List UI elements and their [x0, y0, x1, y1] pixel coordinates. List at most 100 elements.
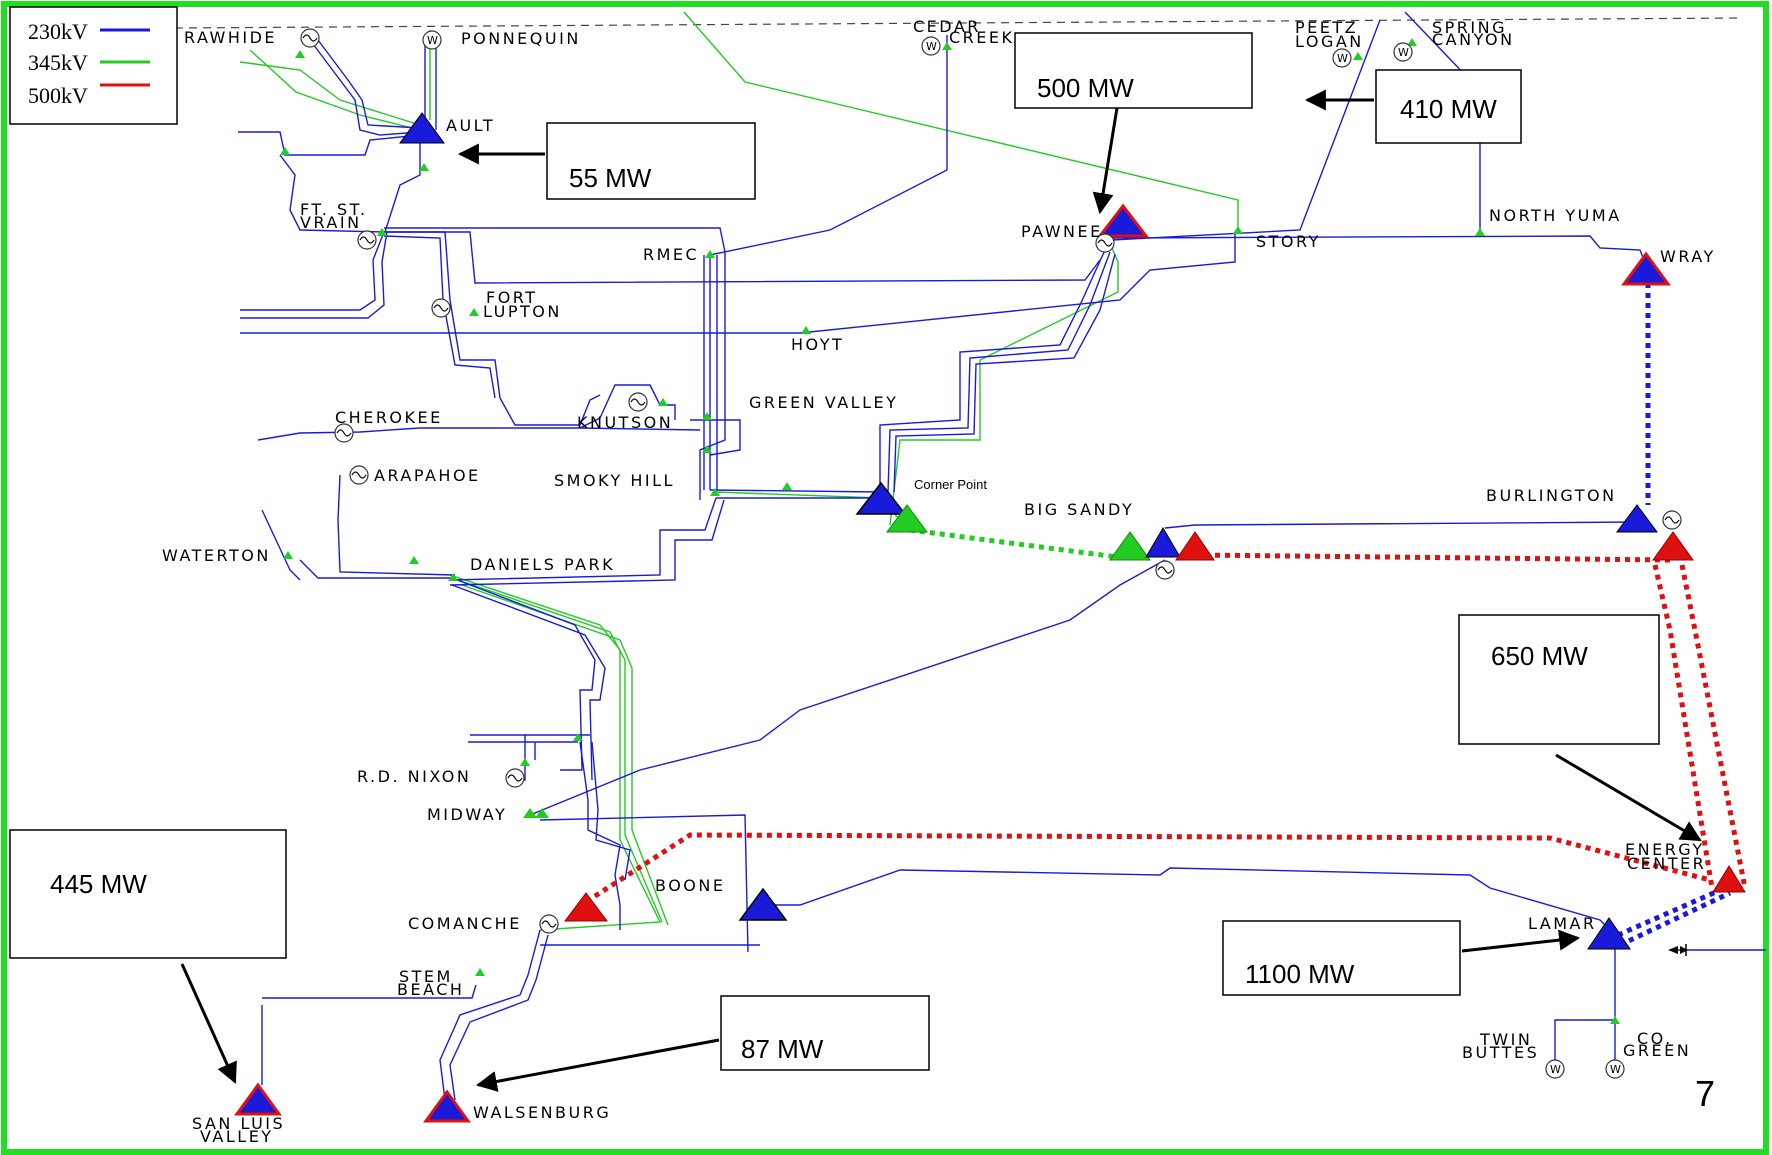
- big-sandy-red-substation-icon[interactable]: [1175, 531, 1215, 561]
- bus-markers: [280, 38, 1620, 1024]
- big-sandy-blue-substation-icon[interactable]: [1145, 527, 1181, 558]
- label-co-green-2: GREEN: [1623, 1041, 1691, 1060]
- generators: [300, 28, 1682, 934]
- callout-walsenburg[interactable]: 87 MW: [475, 995, 930, 1092]
- burlington-generator-icon[interactable]: [1662, 510, 1682, 530]
- co-green-wind-icon[interactable]: W: [1605, 1059, 1625, 1079]
- label-lamar: LAMAR: [1528, 914, 1597, 933]
- label-co-green-1: CO.: [1637, 1029, 1673, 1048]
- label-peetz-logan-1: PEETZ: [1295, 18, 1358, 37]
- label-arapahoe: ARAPAHOE: [374, 466, 481, 485]
- svg-text:W: W: [1610, 1063, 1621, 1076]
- legend-500kv-label: 500kV: [28, 83, 88, 108]
- label-ft-st-vrain-2: VRAIN: [300, 213, 362, 232]
- walsenburg-substation-icon[interactable]: [423, 1089, 471, 1123]
- ft-st-vrain-generator-icon[interactable]: [357, 230, 377, 250]
- san-luis-valley-substation-icon[interactable]: [234, 1082, 282, 1116]
- lamar-substation-icon[interactable]: [1587, 917, 1631, 950]
- wray-substation-icon[interactable]: [1621, 251, 1671, 286]
- midway-substation-icon: [523, 808, 537, 818]
- svg-text:W: W: [926, 40, 937, 53]
- wind-farms: W W W W W W: [422, 30, 1625, 1079]
- burlington-red-substation-icon[interactable]: [1652, 531, 1694, 561]
- comanche-red-substation-icon[interactable]: [564, 892, 608, 922]
- callout-peetz[interactable]: 410 MW: [1304, 69, 1522, 144]
- legend-box: [9, 6, 178, 125]
- cedar-creek-wind-icon[interactable]: W: [921, 36, 941, 56]
- label-rmec: RMEC: [643, 245, 699, 264]
- label-pawnee: PAWNEE: [1021, 222, 1103, 241]
- callout-lamar[interactable]: 1100 MW: [1222, 920, 1581, 996]
- label-ft-st-vrain-1: FT. ST.: [300, 200, 368, 219]
- burlington-substation-icon[interactable]: [1616, 504, 1658, 533]
- ponnequin-wind-icon[interactable]: W: [422, 30, 442, 50]
- callout-energy-center-value: 650 MW: [1491, 641, 1588, 671]
- label-twin-buttes-2: BUTTES: [1462, 1043, 1539, 1062]
- label-spring-canyon-2: CANYON: [1432, 30, 1515, 49]
- label-waterton: WATERTON: [162, 546, 271, 565]
- label-fort-lupton-2: LUPTON: [483, 302, 562, 321]
- spring-canyon-wind-icon[interactable]: W: [1393, 42, 1413, 62]
- label-san-luis-valley-2: VALLEY: [200, 1127, 274, 1146]
- corner-point-blue-substation-icon[interactable]: [855, 481, 907, 515]
- label-cherokee: CHEROKEE: [335, 408, 443, 427]
- label-twin-buttes-1: TWIN: [1479, 1030, 1532, 1049]
- big-sandy-green-substation-icon[interactable]: [1109, 531, 1151, 561]
- label-energy-center-2: CENTER: [1627, 854, 1706, 873]
- legend: 230kV 345kV 500kV: [9, 6, 178, 125]
- label-rd-nixon: R.D. NIXON: [357, 767, 471, 786]
- ault-substation-icon[interactable]: [399, 112, 445, 144]
- energy-center-substation-icon[interactable]: [1712, 865, 1746, 893]
- label-hoyt: HOYT: [791, 335, 844, 354]
- callout-walsenburg-value: 87 MW: [741, 1034, 824, 1064]
- label-fort-lupton-1: FORT: [486, 288, 538, 307]
- twin-buttes-wind-icon[interactable]: W: [1545, 1059, 1565, 1079]
- planned-lines: [576, 283, 1748, 948]
- label-rawhide: RAWHIDE: [184, 28, 277, 47]
- big-sandy-generator-icon[interactable]: [1155, 560, 1175, 580]
- label-north-yuma: NORTH YUMA: [1489, 206, 1622, 225]
- substations: [234, 112, 1746, 1123]
- label-cedar-creek-2: CREEK: [949, 28, 1015, 47]
- label-stem-beach-1: STEM: [399, 967, 453, 986]
- label-comanche: COMANCHE: [408, 914, 522, 933]
- label-corner-point: Corner Point: [914, 477, 987, 492]
- callout-ault[interactable]: 55 MW: [457, 122, 756, 200]
- peetz-logan-wind-icon[interactable]: W: [1332, 48, 1352, 68]
- legend-345kv-label: 345kV: [28, 50, 88, 75]
- label-story: STORY: [1256, 232, 1321, 251]
- midway-substation-icon-2: [535, 808, 549, 818]
- boone-substation-icon[interactable]: [738, 887, 788, 921]
- callout-san-luis[interactable]: 445 MW: [9, 829, 287, 1084]
- cherokee-generator-icon[interactable]: [334, 423, 354, 443]
- callout-pawnee-value: 500 MW: [1037, 73, 1134, 103]
- callout-pawnee[interactable]: 500 MW: [1014, 32, 1253, 215]
- rawhide-generator-icon[interactable]: [300, 28, 320, 48]
- tie-marker-icon: [1668, 944, 1688, 956]
- label-burlington: BURLINGTON: [1486, 486, 1617, 505]
- callout-peetz-value: 410 MW: [1400, 94, 1497, 124]
- svg-text:W: W: [1337, 52, 1348, 65]
- fort-lupton-generator-icon[interactable]: [431, 298, 451, 318]
- knutson-generator-icon[interactable]: [628, 392, 648, 412]
- label-knutson: KNUTSON: [577, 413, 673, 432]
- corner-point-green-substation-icon[interactable]: [886, 504, 928, 533]
- svg-text:W: W: [1398, 46, 1409, 59]
- label-ault: AULT: [446, 116, 495, 135]
- callout-energy-center[interactable]: 650 MW: [1458, 614, 1702, 842]
- arapahoe-generator-icon[interactable]: [349, 465, 369, 485]
- callout-lamar-value: 1100 MW: [1245, 959, 1355, 989]
- lines-230kv: [238, 11, 1766, 1101]
- label-big-sandy: BIG SANDY: [1024, 500, 1134, 519]
- pawnee-substation-icon[interactable]: [1096, 203, 1150, 238]
- rd-nixon-generator-icon[interactable]: [505, 768, 525, 788]
- label-cedar-creek-1: CEDAR: [913, 17, 981, 36]
- boundary-dashed-line: [174, 17, 1741, 29]
- callouts: 55 MW 500 MW 410 MW 650 MW 1100 MW 445 M…: [9, 32, 1702, 1092]
- page-number: 7: [1695, 1073, 1715, 1114]
- label-peetz-logan-2: LOGAN: [1295, 32, 1364, 51]
- svg-text:W: W: [427, 34, 438, 47]
- comanche-generator-icon[interactable]: [539, 914, 559, 934]
- pawnee-generator-icon[interactable]: [1095, 233, 1115, 253]
